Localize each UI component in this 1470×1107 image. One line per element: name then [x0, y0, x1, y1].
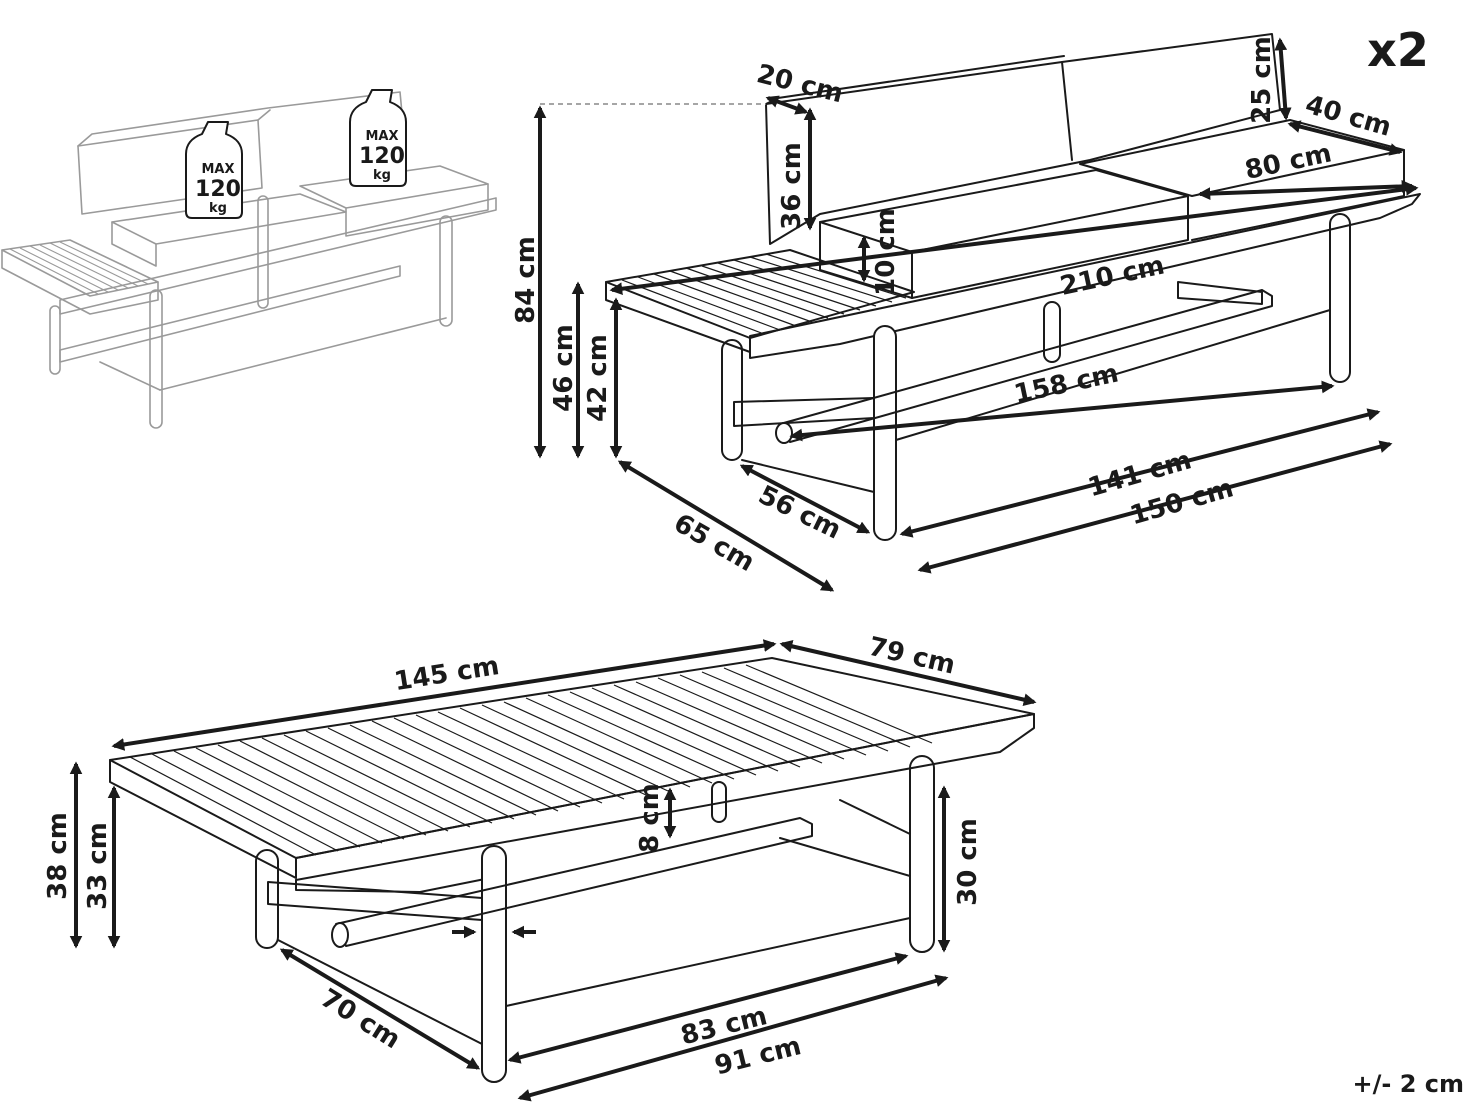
table-dimension-arrows: [69, 639, 1037, 1102]
label-table-total-height: 38 cm: [43, 812, 73, 900]
tolerance-note: +/- 2 cm: [1353, 1070, 1464, 1098]
table-front-leg: [481, 845, 507, 1083]
label-back-cushion-height: 36 cm: [777, 142, 807, 230]
label-seat-cushion-thickness: 10 cm: [871, 208, 901, 296]
quantity-label: x2: [1367, 23, 1429, 77]
label-leg-depth: 56 cm: [753, 480, 845, 545]
label-table-leg-depth: 70 cm: [315, 983, 405, 1055]
table-drawing: [109, 657, 1035, 1083]
label-seat-height: 46 cm: [549, 324, 579, 412]
sofa-drawing: [605, 33, 1421, 541]
label-back-top-height: 25 cm: [1247, 36, 1277, 124]
label-seat-cushion-width: 80 cm: [1242, 138, 1334, 186]
sofa-dimension-arrows: [533, 37, 1419, 592]
sofa-thumbnail: [1, 91, 497, 429]
label-side-table-height: 42 cm: [583, 334, 613, 422]
label-inner-leg-span: 158 cm: [1011, 359, 1121, 410]
load-badge-max: MAX: [365, 129, 398, 144]
load-badge-value: 120: [195, 177, 241, 202]
sofa-front-leg: [873, 325, 897, 541]
label-table-leg-height: 30 cm: [953, 818, 983, 906]
label-back-cushion-depth: 20 cm: [754, 59, 846, 109]
load-badge-unit: kg: [373, 168, 391, 183]
load-badge-2: MAX 120 kg: [349, 89, 407, 187]
label-table-top-height: 33 cm: [83, 822, 113, 910]
label-apron-height: 8 cm: [635, 783, 665, 853]
load-badge-max: MAX: [201, 162, 234, 177]
load-badge-1: MAX 120 kg: [185, 121, 243, 219]
load-badge-value: 120: [359, 144, 405, 169]
label-total-height: 84 cm: [511, 236, 541, 324]
load-badge-unit: kg: [209, 201, 227, 216]
thumb-slats: [9, 241, 149, 295]
